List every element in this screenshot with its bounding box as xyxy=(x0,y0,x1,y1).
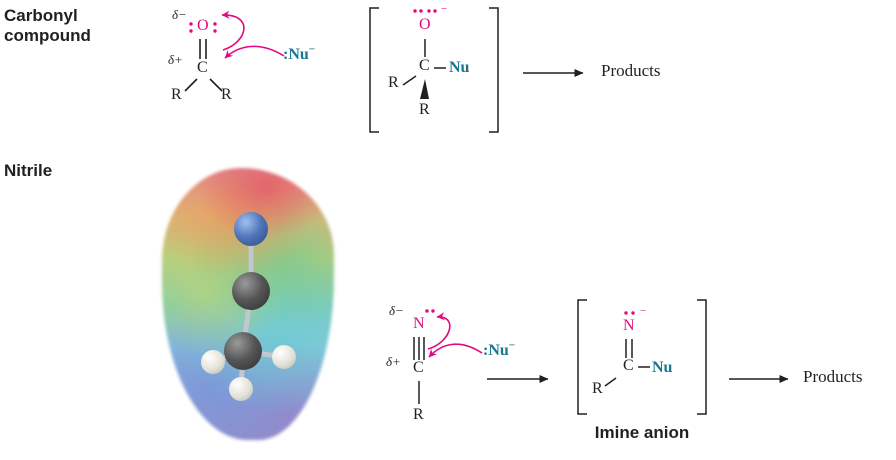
alkoxide-r-left-label: R xyxy=(388,74,399,91)
alkoxide-oxygen-label: O xyxy=(419,16,431,33)
imine-nu-label: Nu xyxy=(652,359,673,376)
nucleophile-text: :Nu xyxy=(483,342,509,359)
imine-nitrogen-label: N xyxy=(623,317,635,334)
nucleophile-label: :Nu− xyxy=(483,339,516,360)
imine-lone-pair-dots xyxy=(624,311,635,315)
curved-arrow-nucleophile-to-carbon xyxy=(224,45,285,59)
alkoxide-r-bottom-label: R xyxy=(419,101,430,118)
nitrile-r-label: R xyxy=(413,406,424,423)
delta-minus-label: δ− xyxy=(389,303,404,318)
delta-plus-label: δ+ xyxy=(168,52,183,67)
curved-arrow-nucleophile-to-nitrile-carbon xyxy=(428,343,483,358)
nucleophile-charge: − xyxy=(508,339,516,352)
hydrogen-atom-sphere xyxy=(272,345,296,369)
intermediate-brackets-alkoxide xyxy=(369,7,499,133)
hydrogen-atom-sphere xyxy=(229,377,253,401)
carbonyl-bond-lines xyxy=(184,39,223,92)
r-group-label: R xyxy=(171,86,182,103)
products-label: Products xyxy=(601,61,661,80)
delta-plus-label: δ+ xyxy=(386,354,401,369)
imine-carbon-label: C xyxy=(623,357,634,374)
nucleophile-charge: − xyxy=(308,43,316,56)
nucleophile-text: :Nu xyxy=(283,46,309,63)
nitrile-bond-lines xyxy=(413,337,425,404)
wedge-bond xyxy=(420,79,429,99)
nitrile-nitrogen-lone-pair-dots xyxy=(425,309,435,313)
imine-charge-label: − xyxy=(640,305,647,317)
carbon-atom-label: C xyxy=(197,59,208,76)
alkoxide-carbon-label: C xyxy=(419,57,430,74)
imine-bond-lines xyxy=(604,339,650,387)
nucleophile-label: :Nu− xyxy=(283,43,316,64)
section-label-nitrile: Nitrile xyxy=(4,161,53,180)
delta-minus-label: δ− xyxy=(172,7,187,22)
alkoxide-charge-label: − xyxy=(441,3,448,15)
r-group-label: R xyxy=(221,86,232,103)
nitrile-carbon-label: C xyxy=(413,359,424,376)
carbon-atom-sphere xyxy=(232,272,270,310)
hydrogen-atom-sphere xyxy=(201,350,225,374)
alkoxide-bond-lines xyxy=(402,39,446,86)
section-label-carbonyl: Carbonyl compound xyxy=(4,6,91,46)
nitrogen-atom-sphere xyxy=(234,212,268,246)
intermediate-brackets-imine xyxy=(577,299,707,415)
alkoxide-nu-label: Nu xyxy=(449,59,470,76)
curved-arrow-pi-to-nitrogen xyxy=(427,312,451,350)
carbonyl-oxygen-lone-pair-dots xyxy=(189,22,217,33)
nitrile-electrostatic-potential-model xyxy=(156,168,341,440)
carbon-atom-sphere xyxy=(224,332,262,370)
products-label: Products xyxy=(803,367,863,386)
nitrogen-atom-label: N xyxy=(413,315,425,332)
oxygen-atom-label: O xyxy=(197,17,209,34)
curved-arrow-pi-to-oxygen xyxy=(221,10,245,51)
imine-anion-caption: Imine anion xyxy=(594,423,690,442)
imine-r-label: R xyxy=(592,380,603,397)
alkoxide-lone-pair-dots xyxy=(413,9,437,13)
